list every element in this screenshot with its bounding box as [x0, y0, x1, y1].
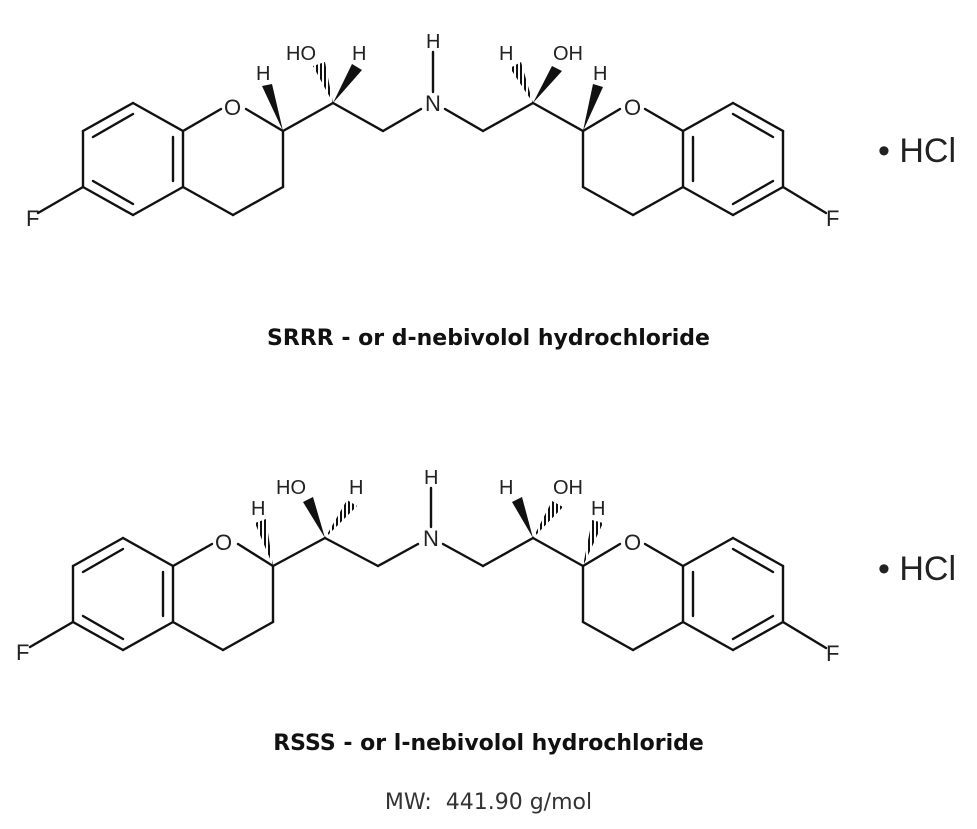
hydrogen-n-label: H [426, 31, 440, 53]
hydrogen-c2-left-label: H [251, 498, 265, 520]
srrr-caption: SRRR - or d-nebivolol hydrochloride [267, 326, 710, 351]
hydroxyl-right-label: OH [553, 43, 583, 65]
hydrogen-c1-right-label: H [499, 477, 513, 499]
nitrogen-label: N [423, 526, 439, 551]
srrr-structure-diagram: F O H HO H N H H OH H O F • HCl [26, 31, 956, 231]
oxygen-left-label: O [224, 95, 241, 120]
fluorine-left-label: F [16, 640, 29, 665]
hydroxyl-left-label: HO [276, 477, 306, 499]
hydrogen-c2-left-label: H [256, 63, 270, 85]
hydrogen-n-label: H [424, 467, 438, 489]
hydroxyl-right-label: OH [553, 477, 583, 499]
rsss-caption: RSSS - or l-nebivolol hydrochloride [273, 731, 704, 756]
hcl-salt-label: • HCl [878, 550, 956, 588]
oxygen-right-label: O [624, 530, 641, 555]
hydrogen-c2-right-label: H [593, 63, 607, 85]
hcl-salt-label: • HCl [878, 132, 956, 170]
fluorine-right-label: F [826, 641, 839, 666]
rsss-structure-diagram: F O H HO H N H H OH H O F • HCl [16, 467, 956, 666]
atom-labels: F O H HO H N H H OH H O F [26, 31, 839, 231]
hydrogen-c1-left-label: H [352, 43, 366, 65]
hydrogen-c1-right-label: H [499, 43, 513, 65]
hydrogen-c1-left-label: H [349, 477, 363, 499]
oxygen-left-label: O [215, 530, 232, 555]
oxygen-right-label: O [624, 95, 641, 120]
nitrogen-label: N [425, 91, 441, 116]
stereo-bonds [255, 497, 603, 566]
stereo-bonds [262, 62, 603, 131]
hydroxyl-left-label: HO [286, 43, 316, 65]
fluorine-right-label: F [826, 206, 839, 231]
atom-labels: F O H HO H N H H OH H O F [16, 467, 839, 666]
bond-lines [28, 486, 828, 652]
hydrogen-c2-right-label: H [591, 498, 605, 520]
fluorine-left-label: F [26, 206, 39, 231]
molecular-weight-label: MW: 441.90 g/mol [384, 790, 593, 815]
bond-lines [36, 50, 828, 217]
